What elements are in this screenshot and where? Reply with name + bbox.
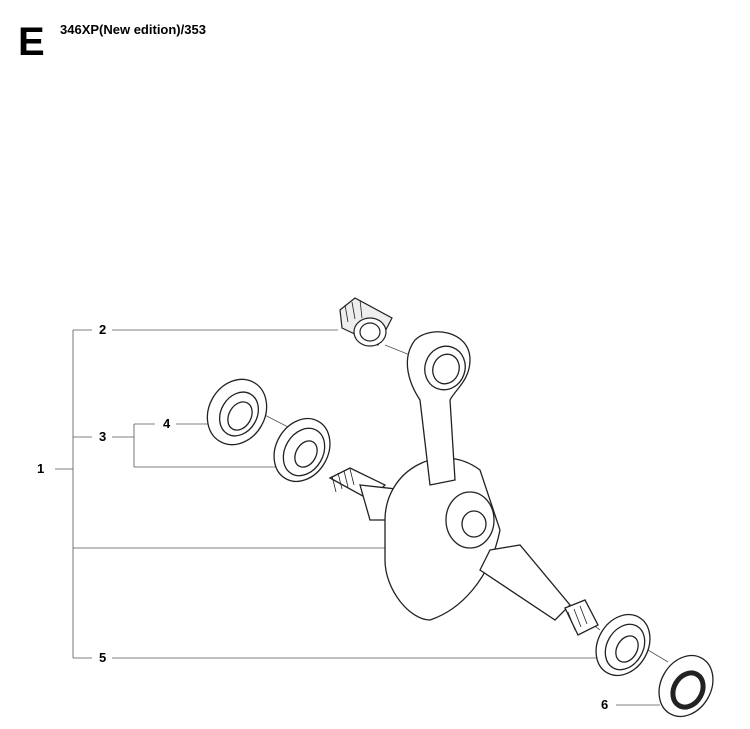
crankshaft-part [328, 331, 599, 636]
callout-2: 2 [99, 322, 107, 337]
seal-lower-part [658, 654, 714, 718]
needle-bearing-part [339, 297, 393, 347]
seal-part [206, 378, 268, 446]
section-letter: E [18, 20, 45, 64]
callout-3: 3 [99, 429, 107, 444]
callout-4: 4 [163, 416, 171, 431]
callout-6: 6 [601, 697, 609, 712]
model-title: 346XP(New edition)/353 [60, 22, 206, 37]
callout-5: 5 [99, 650, 107, 665]
leader-lines [55, 329, 669, 706]
ball-bearing-upper-part [273, 417, 331, 483]
callout-1: 1 [37, 461, 45, 476]
ball-bearing-lower-part [595, 613, 651, 677]
